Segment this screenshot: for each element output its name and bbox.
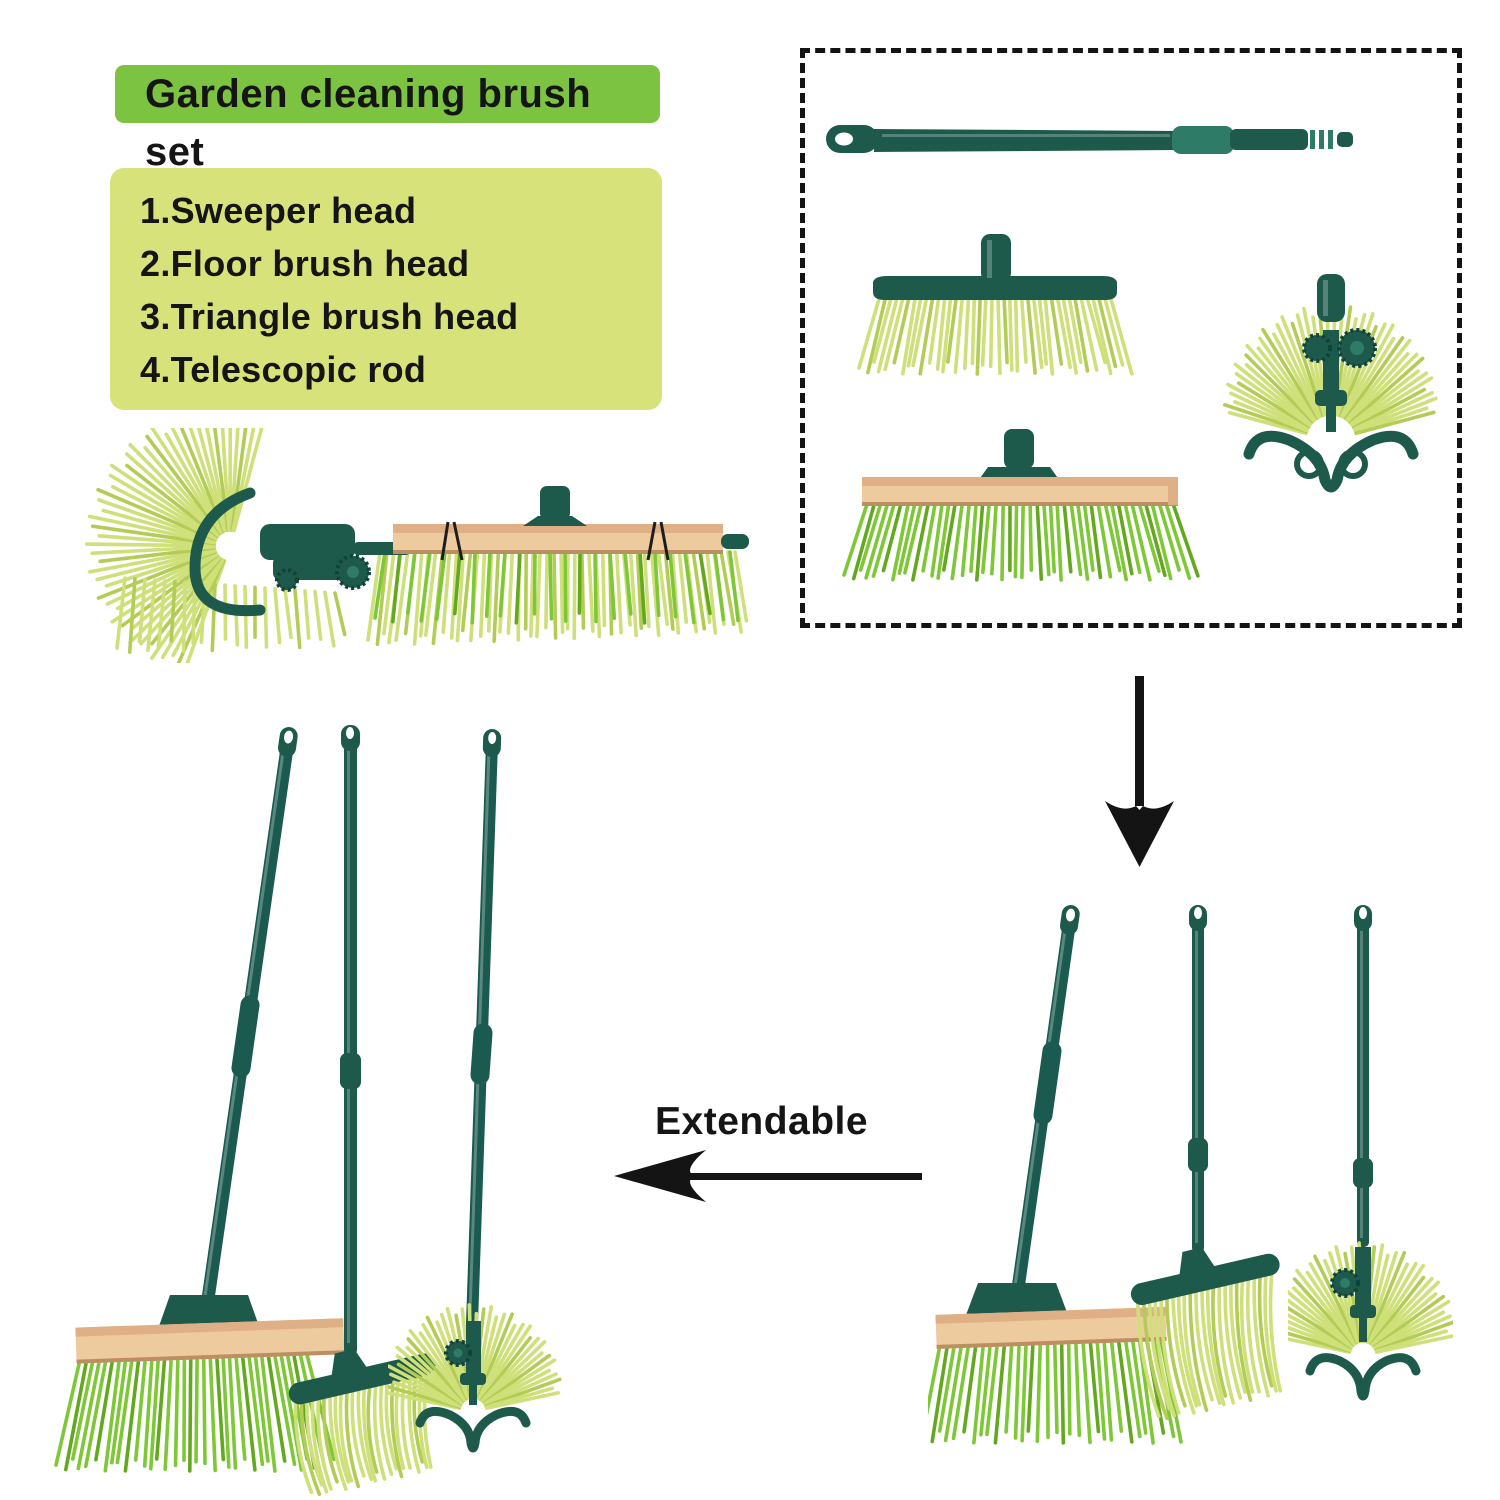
- extended-triangle-broom-image: [388, 729, 562, 1453]
- extendable-annotation: Extendable: [610, 1100, 940, 1210]
- telescopic-rod-image: [826, 125, 1353, 154]
- extended-sweeper-broom-image: [288, 725, 436, 1497]
- extendable-label: Extendable: [655, 1100, 869, 1143]
- parts-box-outline: [800, 48, 1462, 628]
- title-banner: Garden cleaning brush set: [115, 65, 660, 174]
- floor-brush-head-image: [842, 429, 1200, 582]
- assembled-sweeper-broom-image: [1130, 905, 1283, 1421]
- down-arrow-icon: [1105, 676, 1174, 867]
- packed-set-image: [85, 428, 749, 663]
- list-item-sweeper-head: 1.Sweeper head: [140, 190, 417, 231]
- title-text: Garden cleaning brush set: [145, 72, 592, 174]
- list-item-floor-brush-head: 2.Floor brush head: [140, 243, 470, 284]
- list-item-triangle-brush-head: 3.Triangle brush head: [140, 296, 519, 337]
- sweeper-head-image: [857, 234, 1134, 376]
- left-arrow-icon: [614, 1150, 922, 1202]
- triangle-brush-head-image: [1223, 274, 1438, 493]
- parts-list: 1.Sweeper head 2.Floor brush head 3.Tria…: [110, 168, 662, 410]
- assembled-triangle-broom-image: [1288, 905, 1453, 1401]
- list-item-telescopic-rod: 4.Telescopic rod: [140, 349, 427, 390]
